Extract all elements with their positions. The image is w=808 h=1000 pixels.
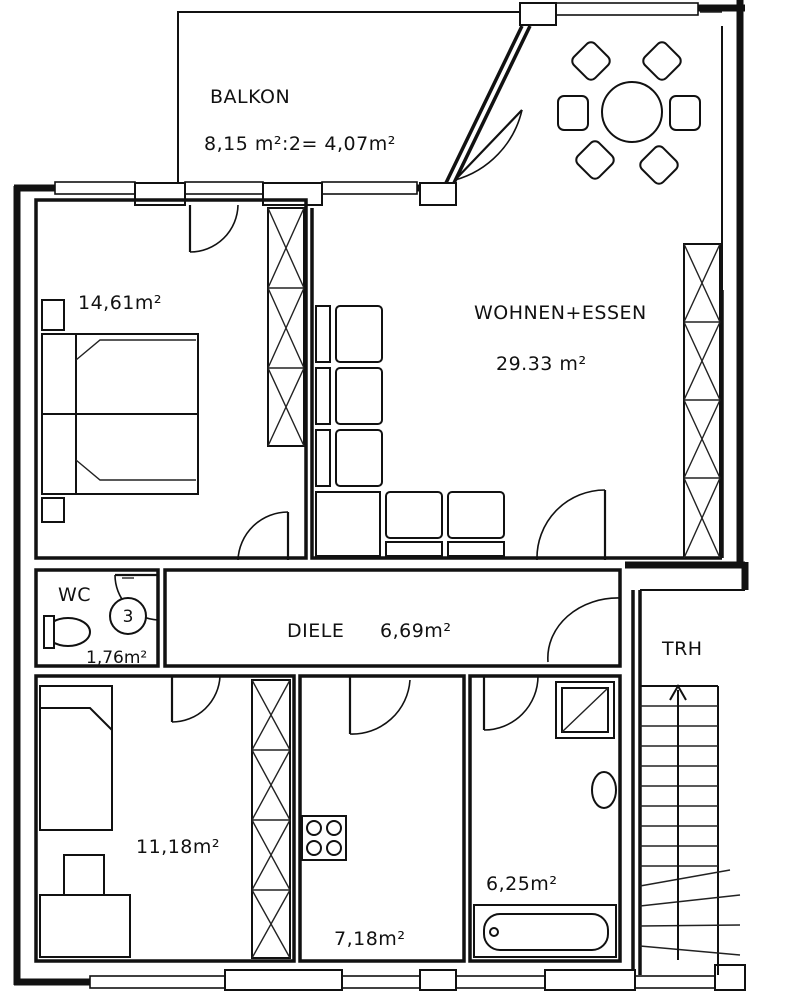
interior-walls	[34, 198, 724, 963]
wc-area: 1,76m²	[86, 648, 147, 668]
wc-name: WC	[58, 584, 91, 606]
window-top-3	[321, 181, 418, 195]
window-top-1	[54, 181, 136, 195]
staircase	[639, 683, 741, 975]
wc-sink	[109, 597, 147, 635]
window-bottom-4	[634, 975, 716, 989]
stove	[301, 815, 347, 861]
window-bottom-1	[89, 975, 226, 989]
door-kitchen	[348, 676, 411, 735]
wc-fixtures: 3	[43, 577, 147, 649]
windows	[54, 2, 746, 991]
wardrobes	[251, 207, 721, 959]
door-bedroom-hall	[237, 511, 290, 561]
single-bed	[39, 685, 131, 958]
window-bottom-3	[455, 975, 547, 989]
door-entrance	[547, 597, 622, 663]
kitchen-area: 7,18m²	[334, 928, 405, 950]
hall-name: DIELE	[287, 620, 344, 642]
bath-fixtures	[473, 681, 617, 958]
hall-area: 6,69m²	[380, 620, 451, 642]
wardrobe-room2	[251, 679, 291, 959]
dining-table	[601, 81, 663, 143]
stairs-name: TRH	[661, 638, 703, 660]
door-room2	[170, 675, 221, 723]
door-bedroom-balcony	[188, 204, 239, 253]
balcony	[177, 11, 723, 300]
room-labels: BALKON 8,15 m²:2= 4,07m² WOHNEN+ESSEN 29…	[58, 86, 703, 950]
wardrobe-living	[683, 243, 721, 559]
sofa	[315, 305, 505, 557]
living-name: WOHNEN+ESSEN	[474, 302, 647, 324]
double-bed	[41, 299, 199, 523]
door-living-hall	[536, 489, 607, 561]
bath-sink	[591, 771, 617, 809]
bedroom-area: 14,61m²	[78, 292, 162, 314]
wardrobe-bedroom	[267, 207, 305, 447]
window-top-2	[184, 181, 264, 195]
balcony-name: BALKON	[210, 86, 290, 108]
door-bath	[482, 675, 539, 731]
room2-area: 11,18m²	[136, 836, 220, 858]
dining-table-set	[557, 41, 701, 185]
window-bottom-2	[341, 975, 421, 989]
bath-area: 6,25m²	[486, 873, 557, 895]
balcony-area: 8,15 m²:2= 4,07m²	[204, 133, 396, 155]
svg-text:3: 3	[123, 607, 134, 627]
living-area: 29.33 m²	[496, 353, 587, 375]
window-top-right	[555, 2, 699, 16]
door-balcony	[454, 109, 523, 181]
doors	[114, 109, 622, 735]
